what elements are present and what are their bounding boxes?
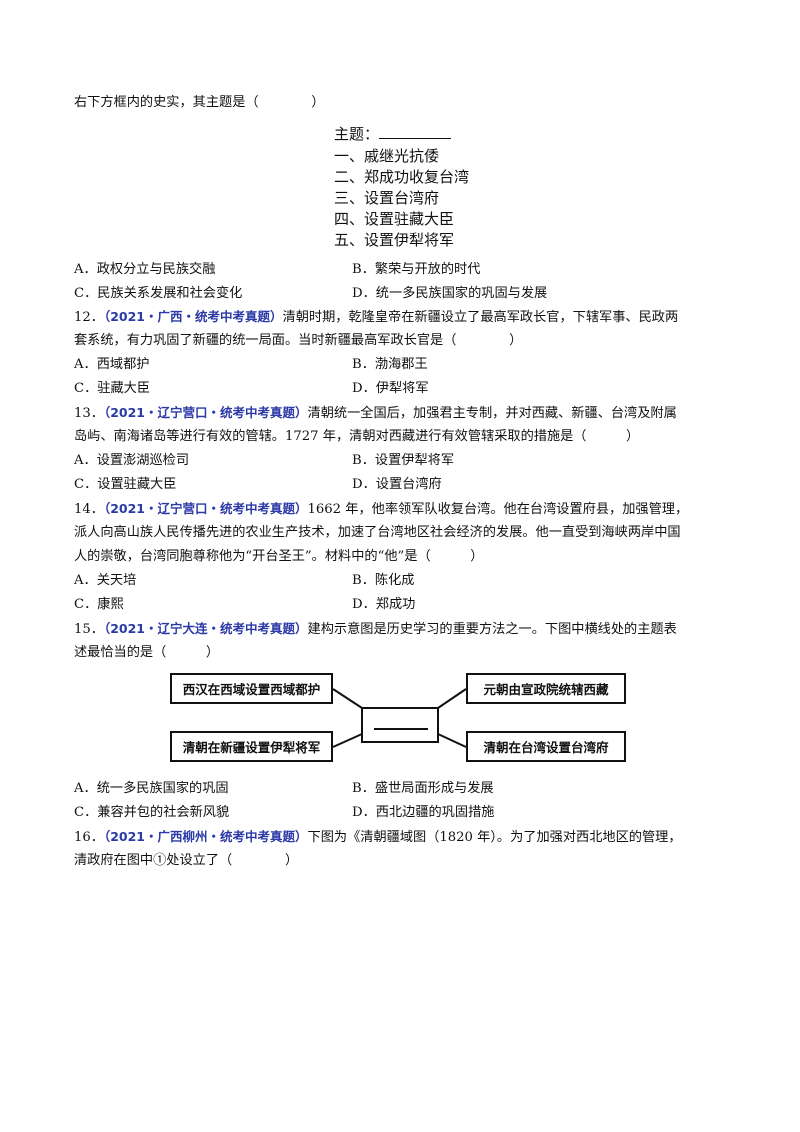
- q13-option-d[interactable]: D．设置台湾府: [352, 477, 442, 492]
- q12-option-a[interactable]: A．西域都护: [74, 357, 150, 372]
- q14-option-c[interactable]: C．康熙: [74, 597, 124, 612]
- q15-option-a[interactable]: A．统一多民族国家的巩固: [74, 781, 229, 796]
- q11-option-c[interactable]: C．民族关系发展和社会变化: [74, 286, 243, 301]
- connector-top-right: [437, 688, 467, 709]
- connector-top-left: [332, 688, 363, 709]
- q12-source: （2021・广西・统考中考真题）: [103, 309, 283, 324]
- q11-theme-item: 五、设置伊犁将军: [334, 231, 455, 249]
- q11-theme-item: 四、设置驻藏大臣: [334, 210, 455, 228]
- q12-stem-line1: 12．（2021・广西・统考中考真题）清朝时期，乾隆皇帝在新疆设立了最高军政长官…: [74, 309, 679, 325]
- q11-option-d[interactable]: D．统一多民族国家的巩固与发展: [352, 286, 548, 301]
- diagram-box-bottom-right: 清朝在台湾设置台湾府: [466, 731, 626, 762]
- q11-theme-title: 主题：: [334, 124, 452, 145]
- diagram-box-bottom-left: 清朝在新疆设置伊犁将军: [170, 731, 333, 762]
- q13-option-c[interactable]: C．设置驻藏大臣: [74, 477, 177, 492]
- q16-stem-line2: 清政府在图中①处设立了（ ）: [74, 853, 299, 868]
- q14-option-a[interactable]: A．关天培: [74, 573, 137, 588]
- q15-option-b[interactable]: B．盛世局面形成与发展: [352, 781, 494, 796]
- q11-theme-item: 二、郑成功收复台湾: [334, 168, 470, 186]
- q15-stem-line2: 述最恰当的是（ ）: [74, 645, 220, 660]
- q11-theme-item: 三、设置台湾府: [334, 189, 440, 207]
- q15-diagram-connectors: [332, 688, 467, 748]
- q13-option-b[interactable]: B．设置伊犁将军: [352, 453, 455, 468]
- q13-stem-line2: 岛屿、南海诸岛等进行有效的管辖。1727 年，清朝对西藏进行有效管辖采取的措施是…: [74, 429, 640, 444]
- connector-bottom-right: [437, 733, 467, 748]
- q11-option-a[interactable]: A．政权分立与民族交融: [74, 262, 216, 277]
- connector-bottom-left: [332, 733, 363, 748]
- q15-stem-line1: 15．（2021・辽宁大连・统考中考真题）建构示意图是历史学习的重要方法之一。下…: [74, 621, 677, 637]
- q11-option-b[interactable]: B．繁荣与开放的时代: [352, 262, 481, 277]
- q16-stem-line1: 16．（2021・广西柳州・统考中考真题）下图为《清朝疆域图（1820 年）。为…: [74, 829, 682, 845]
- q14-source: （2021・辽宁营口・统考中考真题）: [103, 501, 308, 516]
- q14-stem-line1: 14．（2021・辽宁营口・统考中考真题）1662 年，他率领军队收复台湾。他在…: [74, 501, 689, 517]
- diagram-box-top-left: 西汉在西域设置西域都护: [170, 673, 333, 704]
- theme-blank: [379, 124, 452, 139]
- q14-stem-line3: 人的崇敬，台湾同胞尊称他为“开台圣王”。材料中的“他”是（ ）: [74, 549, 484, 564]
- diagram-box-top-right: 元朝由宣政院统辖西藏: [466, 673, 626, 704]
- q12-stem-line2: 套系统，有力巩固了新疆的统一局面。当时新疆最高军政长官是（ ）: [74, 333, 523, 348]
- q14-option-b[interactable]: B．陈化成: [352, 573, 415, 588]
- q13-source: （2021・辽宁营口・统考中考真题）: [103, 405, 308, 420]
- center-box: [361, 707, 439, 743]
- q13-stem-line1: 13．（2021・辽宁营口・统考中考真题）清朝统一全国后，加强君主专制，并对西藏…: [74, 405, 677, 421]
- q12-option-d[interactable]: D．伊犁将军: [352, 381, 429, 396]
- q14-option-d[interactable]: D．郑成功: [352, 597, 416, 612]
- q15-source: （2021・辽宁大连・统考中考真题）: [103, 621, 308, 636]
- q11-theme-item: 一、戚继光抗倭: [334, 147, 440, 165]
- q12-option-b[interactable]: B．渤海郡王: [352, 357, 428, 372]
- q15-option-c[interactable]: C．兼容并包的社会新风貌: [74, 805, 230, 820]
- q16-source: （2021・广西柳州・统考中考真题）: [103, 829, 308, 844]
- q12-option-c[interactable]: C．驻藏大臣: [74, 381, 151, 396]
- q14-stem-line2: 派人向高山族人民传播先进的农业生产技术，加速了台湾地区社会经济的发展。他一直受到…: [74, 525, 681, 540]
- q13-option-a[interactable]: A．设置澎湖巡检司: [74, 453, 190, 468]
- q11-stem-tail: 右下方框内的史实，其主题是（ ）: [74, 95, 325, 110]
- q15-option-d[interactable]: D．西北边疆的巩固措施: [352, 805, 495, 820]
